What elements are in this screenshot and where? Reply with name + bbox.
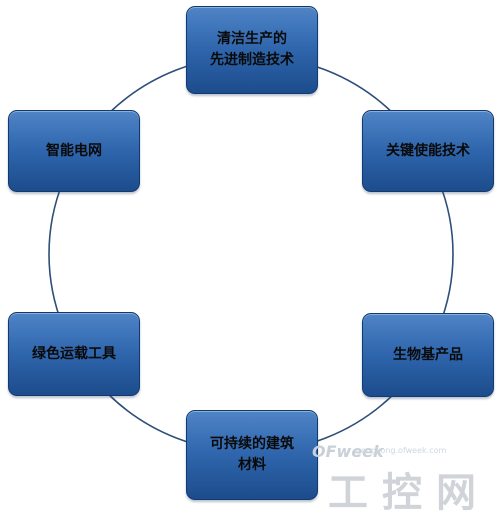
node-top-line-1: 清洁生产的 bbox=[217, 31, 287, 47]
node-right-label: 关键使能技术 bbox=[386, 142, 470, 159]
watermark-url: gongkong.ofweek.com bbox=[356, 446, 447, 455]
node-right-bottom: 生物基产品 bbox=[362, 313, 494, 397]
node-right-bottom-label: 生物基产品 bbox=[393, 346, 463, 363]
node-left-label: 智能电网 bbox=[46, 142, 102, 159]
node-bottom: 可持续的建筑 材料 bbox=[186, 410, 318, 500]
node-right: 关键使能技术 bbox=[362, 110, 494, 192]
node-bottom-line-1: 可持续的建筑 bbox=[210, 436, 294, 452]
node-top: 清洁生产的 先进制造技术 bbox=[186, 6, 318, 94]
watermark-cn: 工控网 bbox=[328, 470, 490, 516]
node-top-line-2: 先进制造技术 bbox=[210, 52, 294, 68]
node-left-bottom: 绿色运载工具 bbox=[8, 312, 140, 396]
watermark-brand: OFweek bbox=[312, 442, 384, 461]
node-left-bottom-label: 绿色运载工具 bbox=[32, 345, 116, 362]
node-left: 智能电网 bbox=[8, 110, 140, 192]
node-bottom-line-2: 材料 bbox=[238, 457, 266, 473]
